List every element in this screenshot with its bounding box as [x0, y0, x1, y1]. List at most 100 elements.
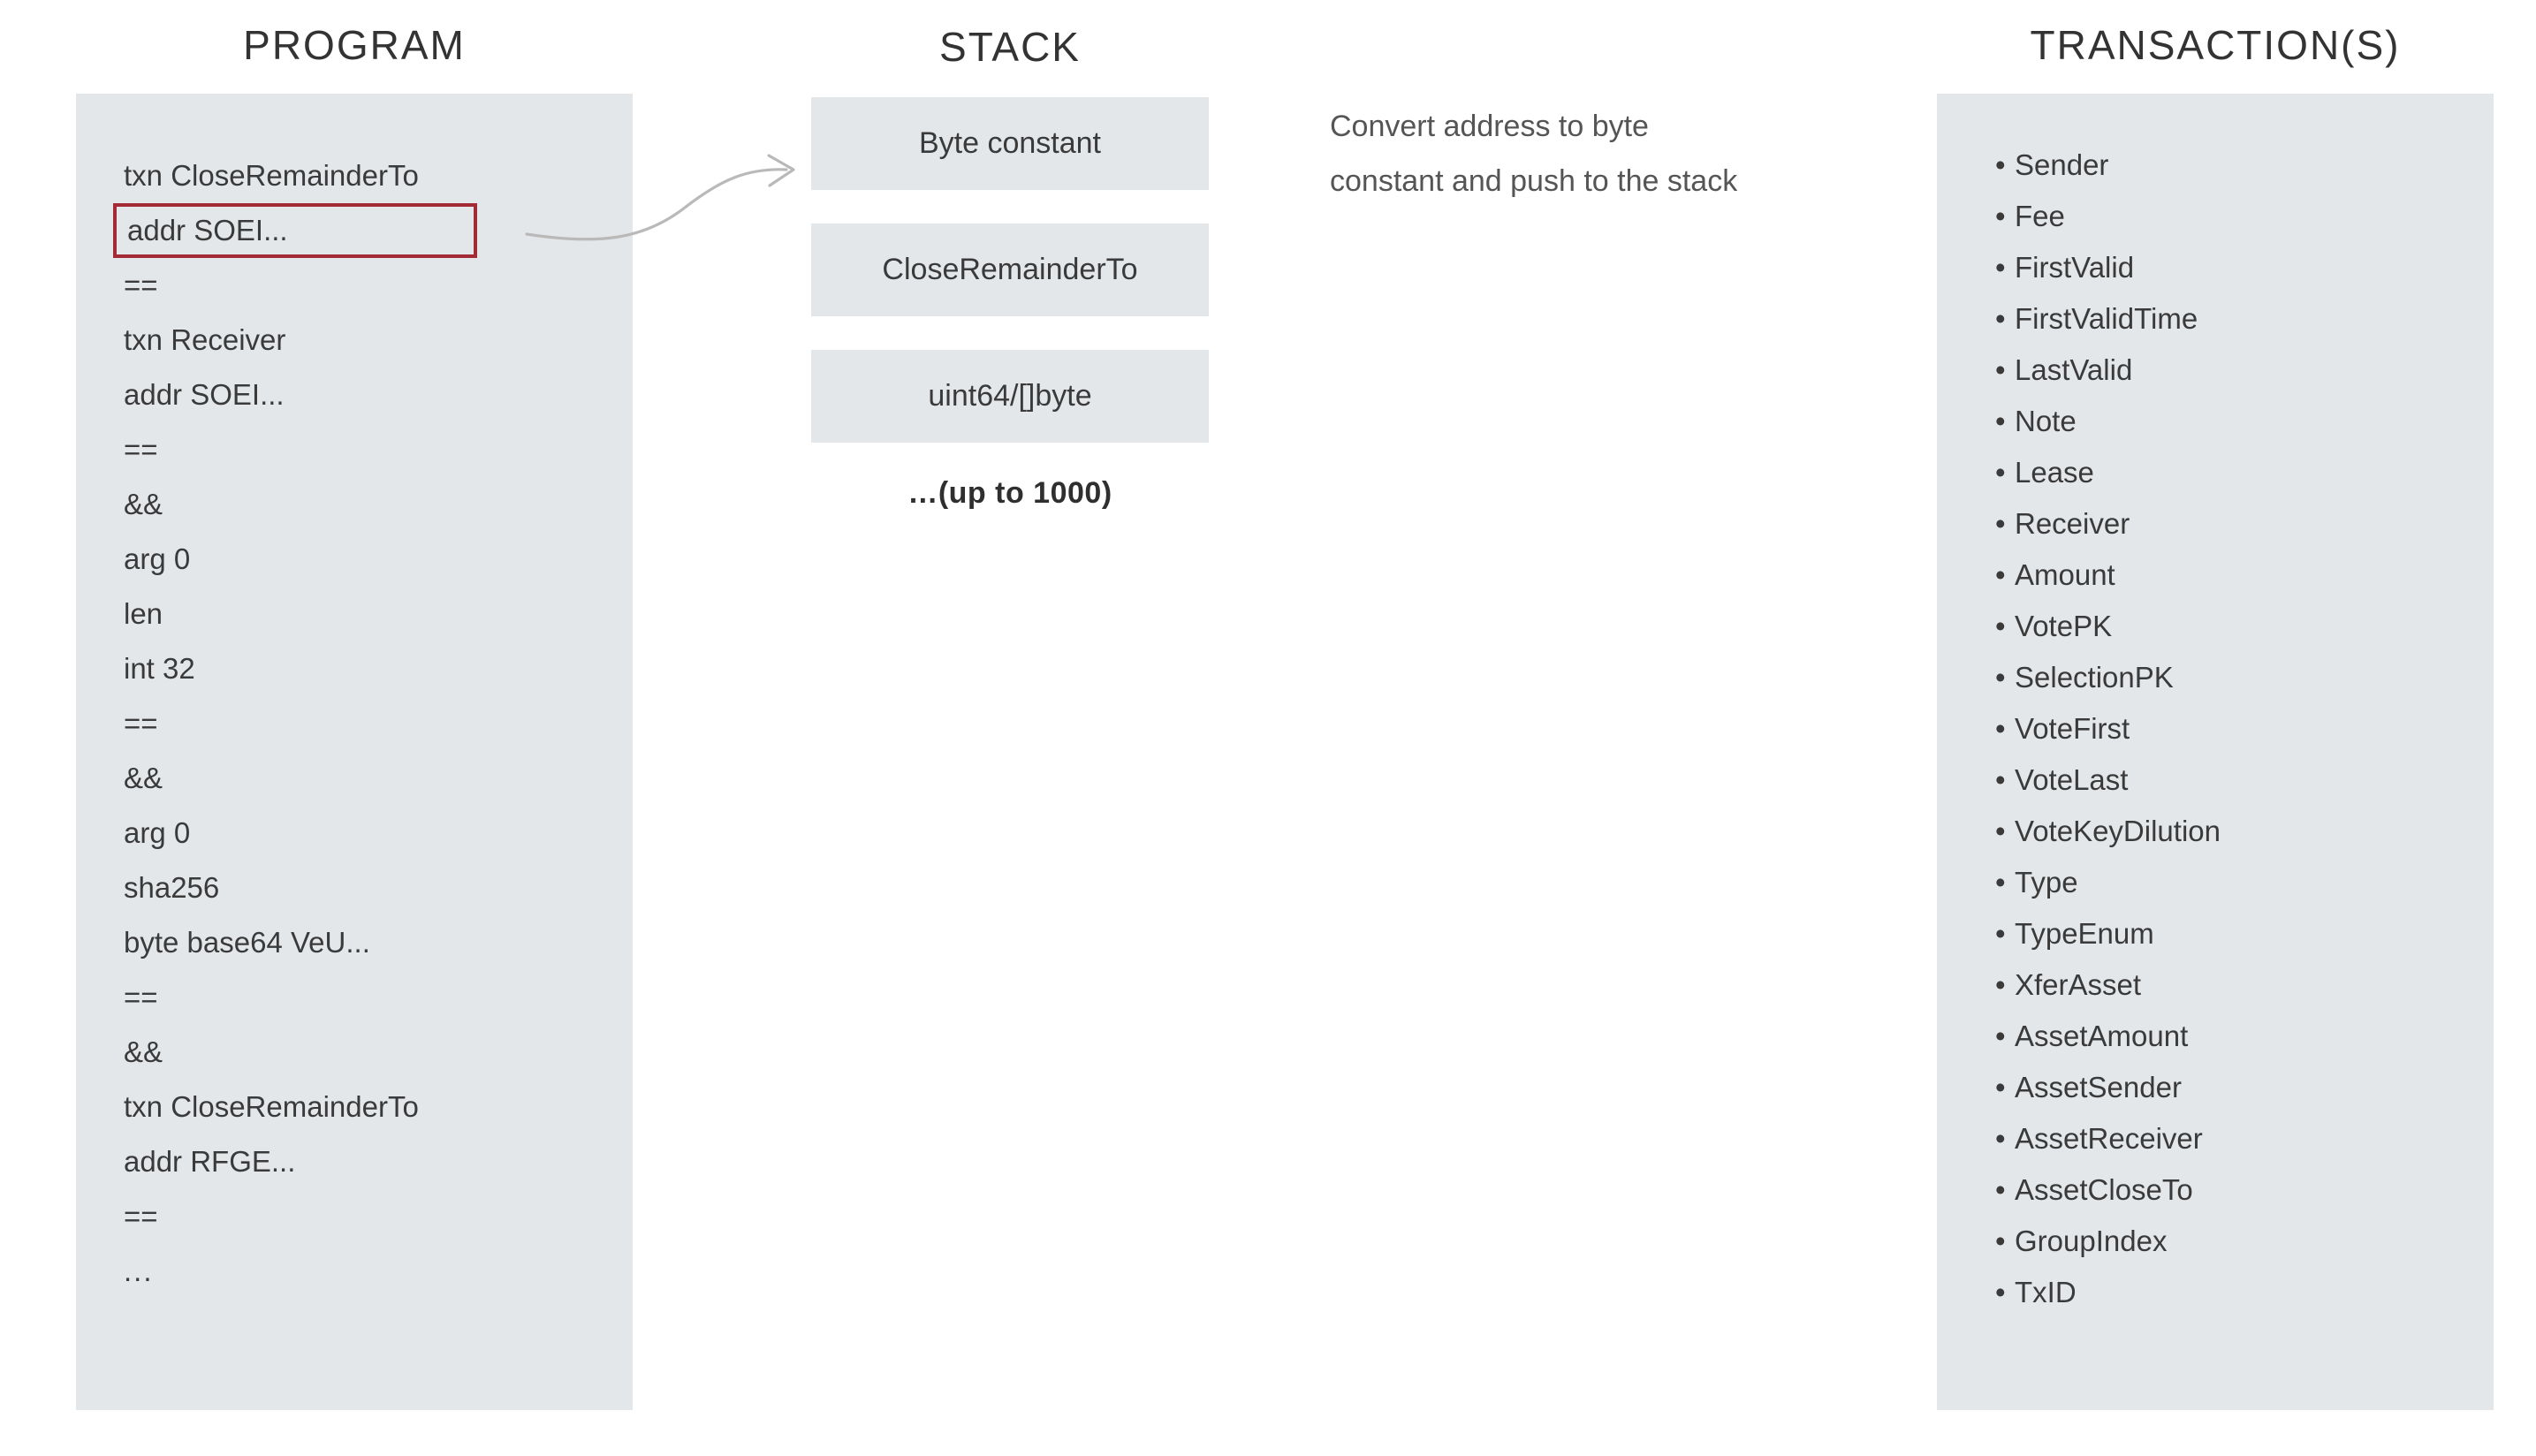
transaction-field-label: Sender [2015, 148, 2109, 181]
bullet-icon: • [1995, 200, 2006, 232]
transaction-field-item: • SelectionPK [1995, 652, 2494, 703]
bullet-icon: • [1995, 148, 2006, 181]
stack-box: Byte constant [811, 97, 1209, 190]
bullet-icon: • [1995, 1276, 2006, 1308]
program-line: == [124, 1200, 158, 1232]
transaction-field-item: • AssetSender [1995, 1062, 2494, 1113]
transaction-field-label: TxID [2015, 1276, 2077, 1308]
transaction-field-label: FirstValid [2015, 251, 2135, 284]
transaction-field-item: • AssetAmount [1995, 1011, 2494, 1062]
program-line: addr RFGE... [124, 1145, 296, 1178]
transaction-field-label: VoteKeyDilution [2015, 815, 2221, 847]
transaction-field-label: Amount [2015, 558, 2115, 591]
bullet-icon: • [1995, 1225, 2006, 1257]
bullet-icon: • [1995, 353, 2006, 386]
transaction-field-label: TypeEnum [2015, 917, 2154, 950]
program-line: == [124, 707, 158, 739]
program-line-highlighted: addr SOEI... [113, 203, 477, 258]
transaction-field-item: • XferAsset [1995, 959, 2494, 1011]
transaction-field-item: • AssetCloseTo [1995, 1164, 2494, 1216]
transaction-field-label: AssetCloseTo [2015, 1173, 2193, 1206]
stack-more-label: …(up to 1000) [907, 476, 1112, 510]
program-line: == [124, 981, 158, 1013]
program-line: == [124, 269, 158, 301]
bullet-icon: • [1995, 1173, 2006, 1206]
transaction-field-item: • Fee [1995, 191, 2494, 242]
bullet-icon: • [1995, 405, 2006, 437]
transaction-field-label: Note [2015, 405, 2077, 437]
transactions-panel: • Sender • Fee • FirstValid • FirstValidTime • La… [1937, 94, 2494, 1410]
transaction-field-item: • FirstValid [1995, 242, 2494, 293]
transaction-field-label: VotePK [2015, 610, 2113, 642]
transaction-field-label: Type [2015, 866, 2078, 899]
transaction-field-label: VoteLast [2015, 763, 2129, 796]
bullet-icon: • [1995, 251, 2006, 284]
bullet-icon: • [1995, 866, 2006, 899]
transaction-field-item: • LastValid [1995, 345, 2494, 396]
program-line: addr SOEI... [124, 378, 285, 411]
program-column: PROGRAM txn CloseRemainderTo addr SOEI...… [76, 21, 633, 1410]
bullet-icon: • [1995, 610, 2006, 642]
transaction-field-label: Receiver [2015, 507, 2130, 540]
transaction-field-item: • TypeEnum [1995, 908, 2494, 959]
program-line: && [124, 488, 163, 520]
transaction-field-label: AssetReceiver [2015, 1122, 2203, 1155]
stack-box: CloseRemainderTo [811, 224, 1209, 316]
program-line: int 32 [124, 652, 195, 685]
bullet-icon: • [1995, 1071, 2006, 1103]
program-line: byte base64 VeU... [124, 926, 370, 959]
transaction-field-item: • Receiver [1995, 498, 2494, 550]
transaction-field-label: GroupIndex [2015, 1225, 2168, 1257]
bullet-icon: • [1995, 661, 2006, 694]
transaction-field-item: • TxID [1995, 1267, 2494, 1318]
program-line: txn Receiver [124, 323, 286, 356]
bullet-icon: • [1995, 763, 2006, 796]
stack-title: STACK [939, 24, 1081, 70]
program-line: sha256 [124, 871, 220, 904]
program-line: len [124, 597, 163, 630]
transaction-field-label: AssetAmount [2015, 1020, 2189, 1052]
transaction-field-label: Lease [2015, 456, 2094, 489]
transaction-field-item: • Note [1995, 396, 2494, 447]
program-line: txn CloseRemainderTo [124, 1090, 419, 1123]
transaction-field-item: • Type [1995, 857, 2494, 908]
transaction-field-label: XferAsset [2015, 968, 2142, 1001]
transaction-field-item: • Sender [1995, 140, 2494, 191]
transaction-field-item: • Amount [1995, 550, 2494, 601]
stack-box: uint64/[]byte [811, 350, 1209, 443]
bullet-icon: • [1995, 1122, 2006, 1155]
program-title: PROGRAM [243, 22, 466, 68]
bullet-icon: • [1995, 917, 2006, 950]
bullet-icon: • [1995, 558, 2006, 591]
annotation-note: Convert address to byte constant and pus… [1330, 99, 1860, 209]
transaction-field-label: Fee [2015, 200, 2065, 232]
program-line: ... [124, 1255, 154, 1287]
bullet-icon: • [1995, 507, 2006, 540]
program-line: arg 0 [124, 816, 191, 849]
transaction-field-label: AssetSender [2015, 1071, 2182, 1103]
program-line: == [124, 433, 158, 466]
program-line: && [124, 1035, 163, 1068]
bullet-icon: • [1995, 302, 2006, 335]
program-line: arg 0 [124, 542, 191, 575]
transaction-field-label: SelectionPK [2015, 661, 2174, 694]
transaction-field-label: VoteFirst [2015, 712, 2130, 745]
transaction-field-item: • VoteFirst [1995, 703, 2494, 755]
bullet-icon: • [1995, 456, 2006, 489]
bullet-icon: • [1995, 815, 2006, 847]
annotation-line-1: Convert address to byte [1330, 110, 1649, 143]
transaction-field-label: LastValid [2015, 353, 2133, 386]
transaction-field-item: • AssetReceiver [1995, 1113, 2494, 1164]
transaction-field-item: • GroupIndex [1995, 1216, 2494, 1267]
transaction-field-item: • VoteLast [1995, 755, 2494, 806]
annotation-line-2: constant and push to the stack [1330, 164, 1738, 198]
bullet-icon: • [1995, 1020, 2006, 1052]
transaction-field-item: • Lease [1995, 447, 2494, 498]
bullet-icon: • [1995, 712, 2006, 745]
program-panel: txn CloseRemainderTo addr SOEI... == txn Re… [76, 94, 633, 1410]
transactions-title: TRANSACTION(S) [2030, 22, 2401, 68]
transaction-field-label: FirstValidTime [2015, 302, 2198, 335]
bullet-icon: • [1995, 968, 2006, 1001]
